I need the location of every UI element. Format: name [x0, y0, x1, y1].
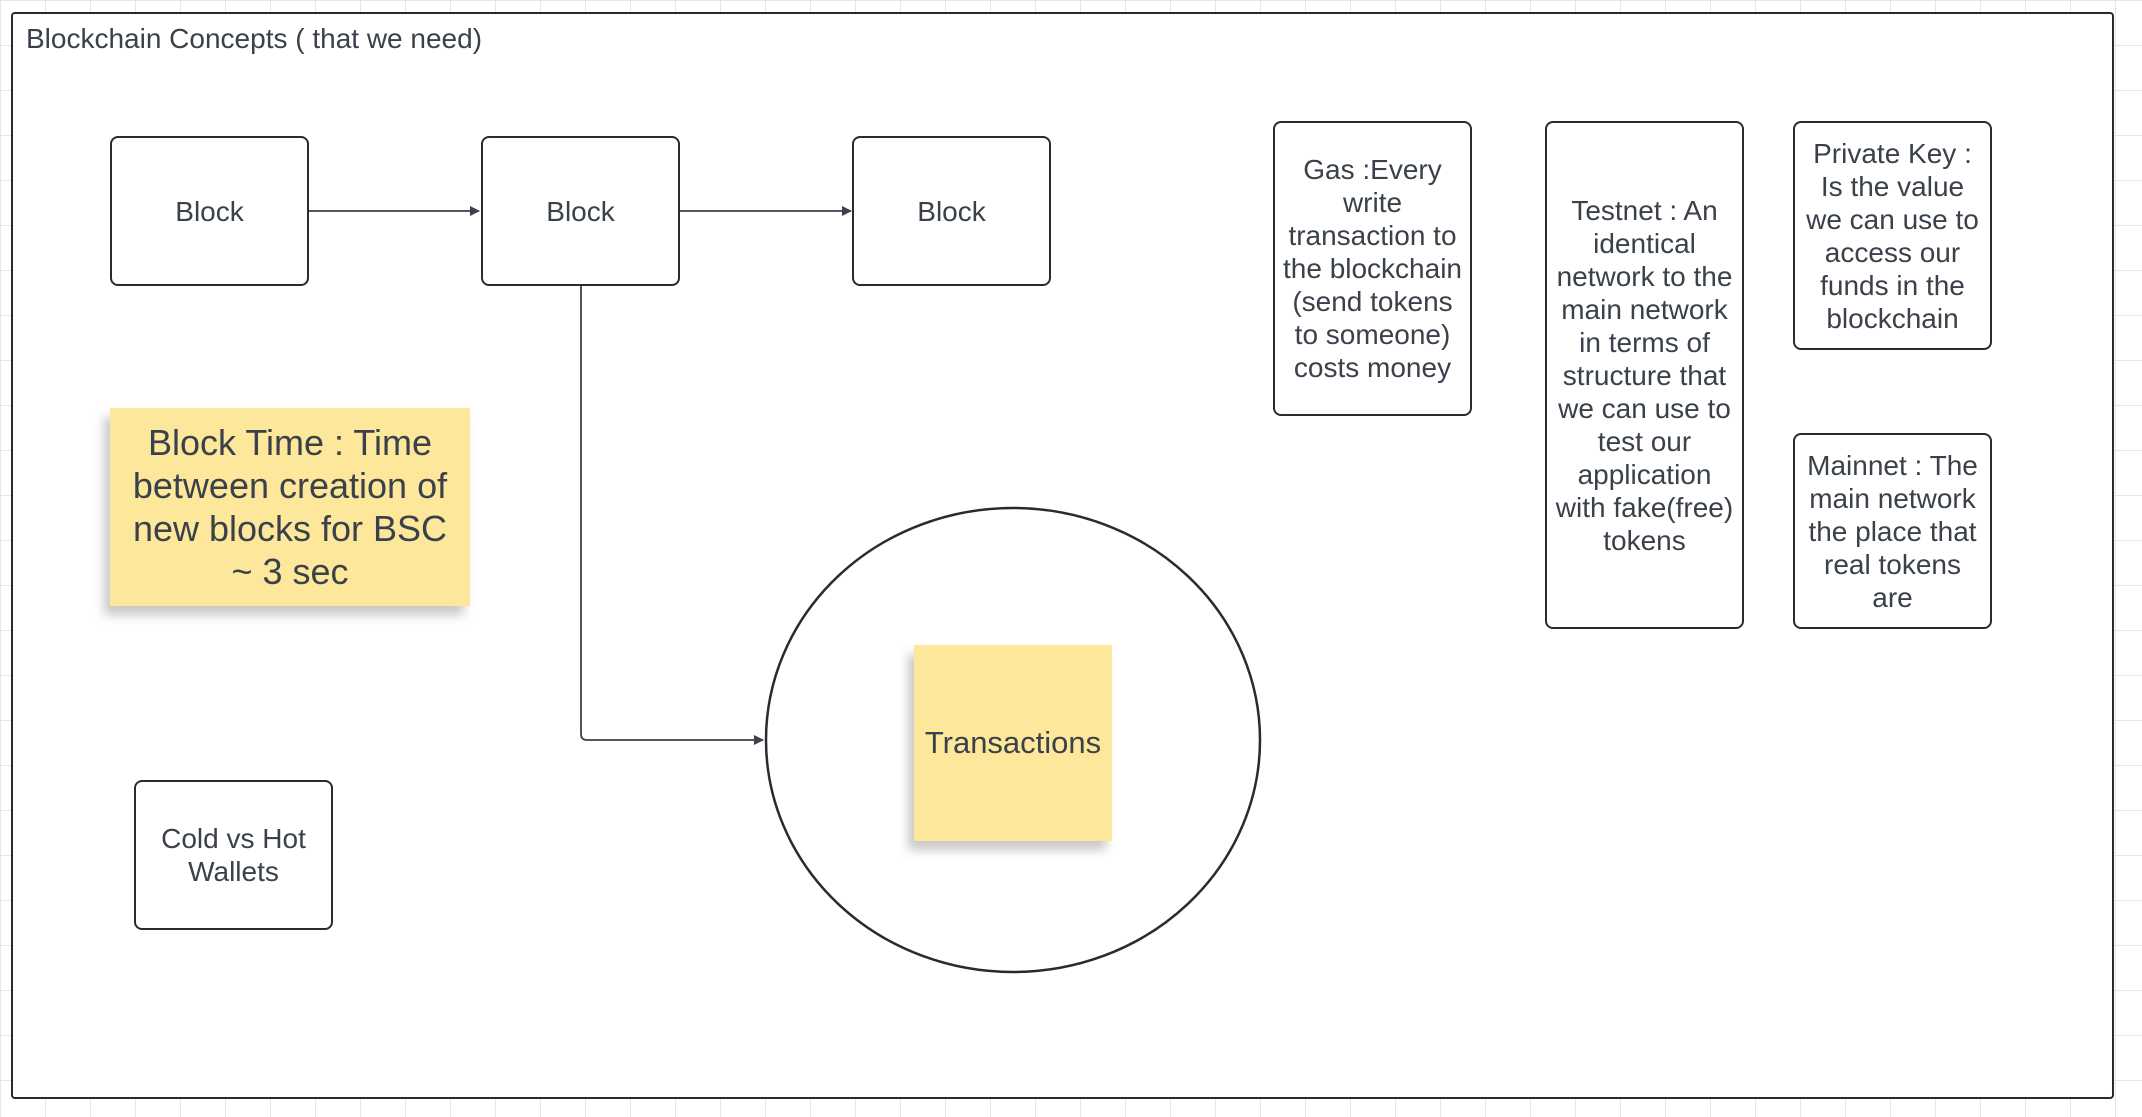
cold-hot-wallets-text: Cold vs Hot Wallets: [161, 823, 306, 887]
cold-hot-wallets-note[interactable]: Cold vs Hot Wallets: [134, 780, 333, 930]
mainnet-note[interactable]: Mainnet : The main network the place tha…: [1793, 433, 1992, 629]
private-key-note[interactable]: Private Key : Is the value we can use to…: [1793, 121, 1992, 350]
transactions-circle[interactable]: [764, 506, 1262, 974]
transactions-sticky[interactable]: Transactions: [914, 645, 1112, 841]
block-time-sticky[interactable]: Block Time : Time between creation of ne…: [110, 408, 470, 606]
arrow-block2-to-transactions[interactable]: [580, 286, 764, 745]
testnet-note-text: Testnet : An identical network to the ma…: [1555, 194, 1734, 556]
gas-note[interactable]: Gas :Every write transaction to the bloc…: [1273, 121, 1472, 416]
private-key-note-text: Private Key : Is the value we can use to…: [1806, 137, 1979, 334]
block-1-label: Block: [175, 195, 244, 227]
block-3-label: Block: [917, 195, 986, 227]
block-2[interactable]: Block: [481, 136, 680, 286]
block-time-sticky-text: Block Time : Time between creation of ne…: [132, 422, 448, 592]
block-2-label: Block: [546, 195, 615, 227]
gas-note-text: Gas :Every write transaction to the bloc…: [1282, 154, 1462, 383]
block-3[interactable]: Block: [852, 136, 1051, 286]
testnet-note[interactable]: Testnet : An identical network to the ma…: [1545, 121, 1744, 629]
frame-title[interactable]: Blockchain Concepts ( that we need): [26, 23, 483, 54]
block-1[interactable]: Block: [110, 136, 309, 286]
transactions-sticky-text: Transactions: [924, 725, 1102, 760]
mainnet-note-text: Mainnet : The main network the place tha…: [1807, 449, 1978, 613]
